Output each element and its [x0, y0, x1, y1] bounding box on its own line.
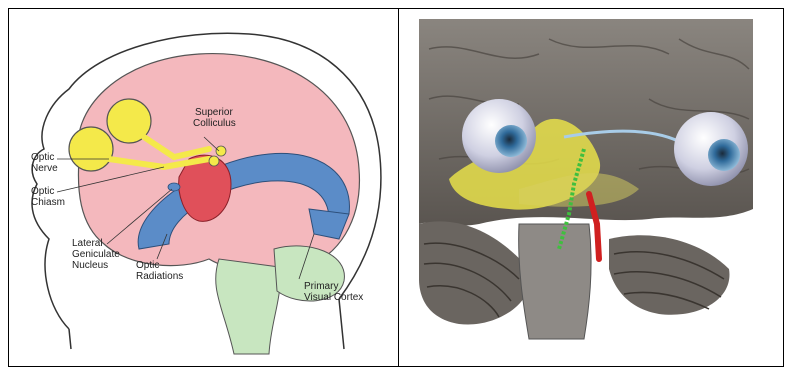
brainstem-3d: [519, 224, 591, 339]
label-lgn-2: Geniculate: [72, 249, 120, 260]
visual-pathway-diagram-cell: Superior Colliculus Optic Nerve Optic Ch…: [9, 9, 398, 366]
superior-colliculus-dot-1: [216, 146, 226, 156]
label-optic-chiasm-2: Chiasm: [31, 197, 65, 208]
label-primary: Primary: [304, 281, 338, 292]
label-lgn-1: Lateral: [72, 238, 103, 249]
label-optic-nerve-1: Optic: [31, 152, 54, 163]
brain-3d-render: [399, 9, 783, 366]
label-optic-chiasm-1: Optic: [31, 186, 54, 197]
brain-3d-render-cell: [399, 9, 783, 366]
iris-right: [708, 139, 740, 171]
label-optic-radiations-2: Radiations: [136, 271, 183, 282]
brainstem: [216, 259, 280, 354]
neck-line: [69, 329, 71, 349]
label-lgn-3: Nucleus: [72, 260, 108, 271]
eye-lower: [69, 127, 113, 171]
lateral-geniculate-nucleus: [168, 183, 180, 191]
visual-pathway-diagram: Superior Colliculus Optic Nerve Optic Ch…: [9, 9, 398, 366]
superior-colliculus-dot-2: [209, 156, 219, 166]
label-optic-nerve-2: Nerve: [31, 163, 58, 174]
label-superior: Superior: [195, 107, 233, 118]
iris-left: [495, 125, 527, 157]
label-optic-radiations-1: Optic: [136, 260, 159, 271]
label-visual-cortex: Visual Cortex: [304, 292, 363, 303]
neck-back-line: [339, 299, 344, 349]
label-colliculus: Colliculus: [193, 118, 236, 129]
